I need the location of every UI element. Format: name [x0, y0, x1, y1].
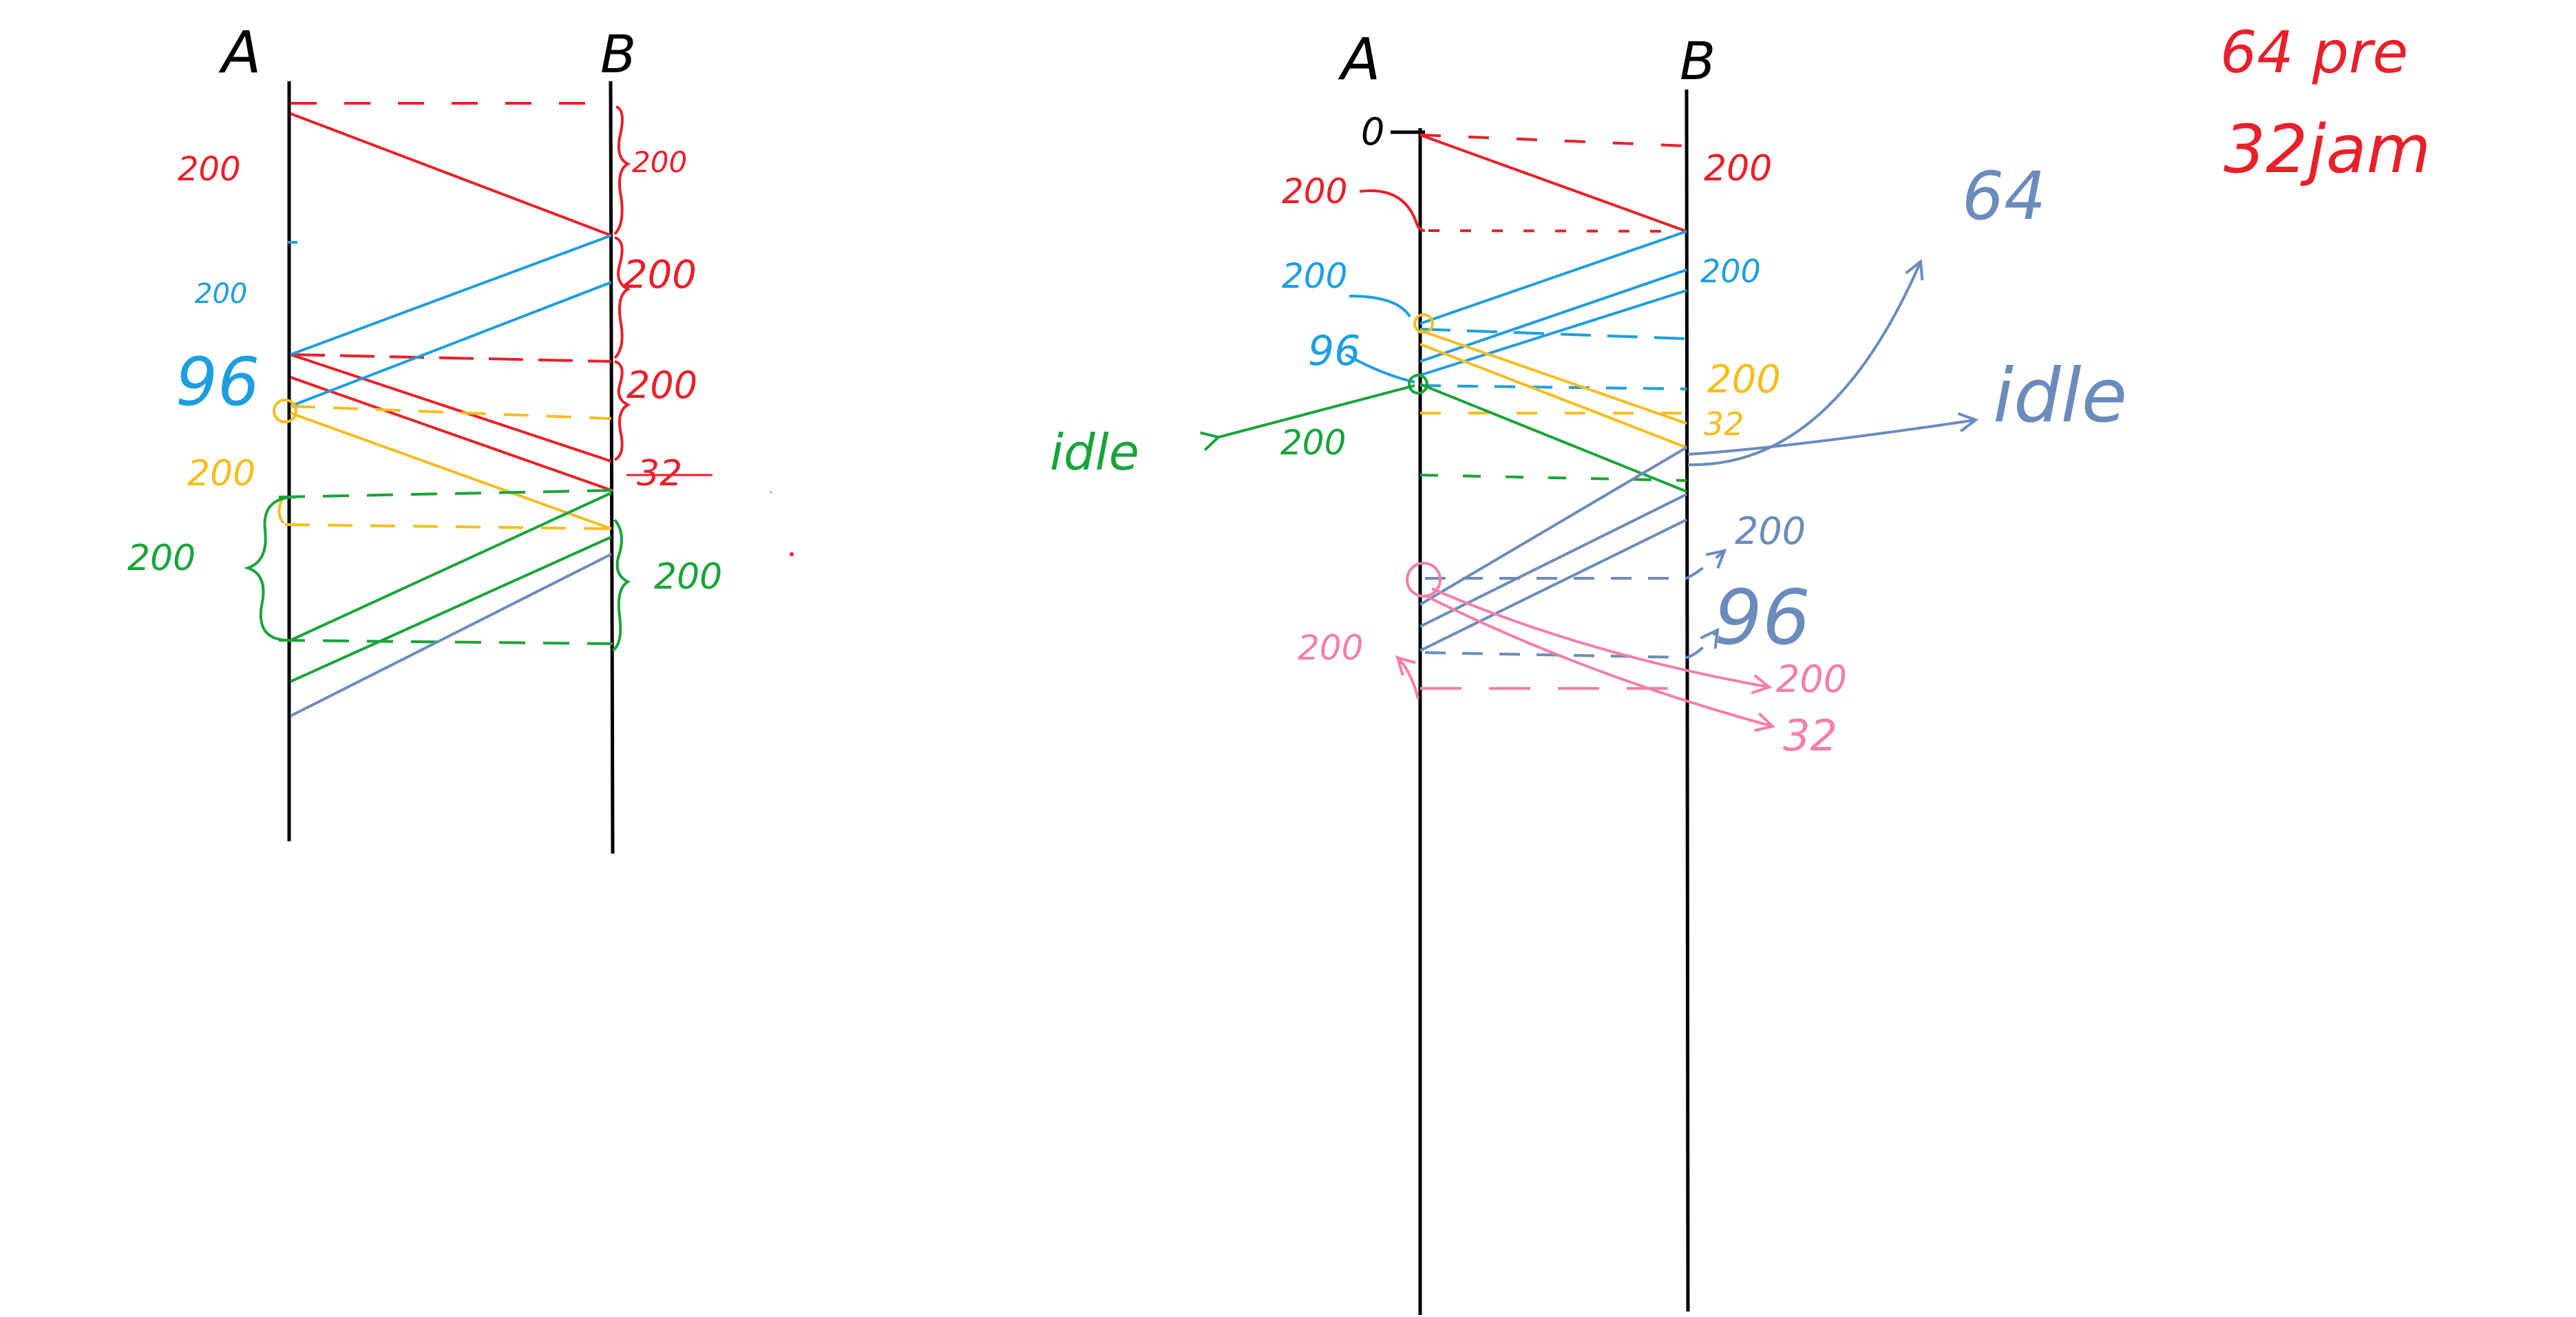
left-red-label-left: 200: [178, 150, 241, 189]
left-blue-label-small: 200: [195, 278, 247, 310]
right-zero-label: 0: [1361, 110, 1384, 154]
right-slate-label-64: 64: [1962, 158, 2046, 235]
left-yellow-frames: [273, 399, 612, 530]
left-timeline-b: [609, 81, 615, 854]
left-green-frames: [243, 489, 631, 683]
left-blue-frames: [288, 234, 612, 408]
right-slate-frames: [1419, 262, 1976, 660]
right-pink-label-left: 200: [1298, 628, 1363, 668]
right-blue-label-right: 200: [1700, 253, 1761, 290]
corner-note: 64 pre 32jam: [2220, 19, 2431, 188]
right-yellow-frames: [1413, 313, 1687, 449]
left-red-dot: [790, 552, 794, 556]
corner-note-line2: 32jam: [2224, 111, 2431, 188]
right-slate-label-200: 200: [1735, 509, 1806, 553]
left-green-label-right: 200: [654, 556, 722, 598]
right-green-label-200: 200: [1280, 423, 1346, 463]
left-station-b-label: B: [600, 23, 636, 85]
right-red-frames: [1359, 134, 1687, 233]
left-blue-label-96: 96: [176, 344, 260, 421]
right-green-label-idle: idle: [1050, 423, 1139, 481]
left-diagram: A B 200 200 200 200 32 200 96: [127, 19, 794, 854]
right-station-b-label: B: [1680, 30, 1715, 92]
left-yellow-label-left: 200: [187, 453, 255, 494]
right-pink-label-32: 32: [1783, 710, 1837, 761]
right-slate-label-96: 96: [1714, 573, 1810, 662]
left-red-label-right-3: 200: [626, 364, 697, 407]
right-yellow-label-right-1: 200: [1707, 357, 1781, 402]
right-blue-label-96: 96: [1308, 327, 1360, 375]
right-red-label-right: 200: [1704, 148, 1772, 189]
left-green-label-left: 200: [127, 538, 196, 579]
right-yellow-label-right-2: 32: [1704, 405, 1744, 443]
left-red-label-right-4: 32: [637, 453, 682, 494]
right-blue-label-left: 200: [1282, 256, 1347, 296]
right-station-a-label: A: [1338, 25, 1380, 93]
left-gray-dot: [770, 491, 772, 494]
right-pink-frames: [1397, 562, 1773, 726]
left-red-label-right-2: 200: [623, 253, 697, 297]
right-pink-label-200: 200: [1776, 657, 1847, 701]
right-diagram: A B 0 200 200 200 96 200: [1050, 25, 2127, 1315]
left-slate-frame: [290, 553, 612, 717]
right-red-label-left: 200: [1282, 171, 1347, 211]
left-red-label-right-1: 200: [632, 145, 687, 179]
right-slate-label-idle: idle: [1993, 353, 2127, 439]
corner-note-line1: 64 pre: [2220, 19, 2408, 86]
left-red-frames: [290, 102, 631, 492]
left-station-a-label: A: [218, 19, 261, 86]
